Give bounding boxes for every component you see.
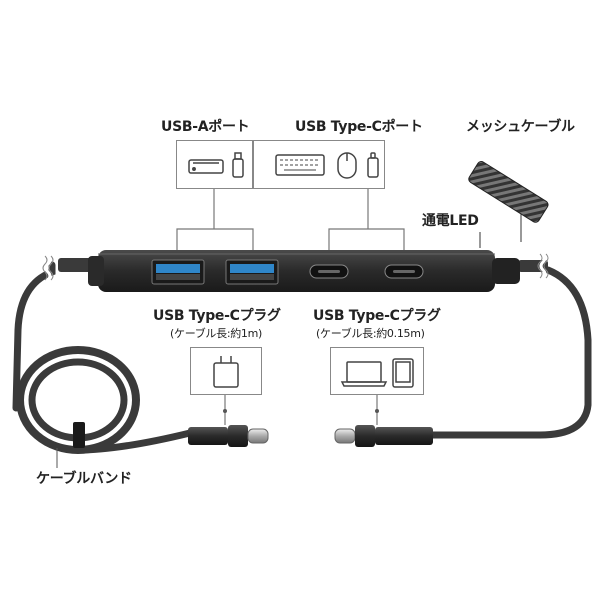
left-usb-c-plug: [188, 395, 269, 447]
top-connector-lines: [176, 189, 522, 258]
right-plug-label: USB Type-Cプラグ: [313, 308, 441, 324]
usb-stick-icon: [232, 152, 244, 178]
cable-band: [73, 422, 85, 448]
usb-a-ports: [151, 259, 279, 285]
usb-c-stick-icon: [367, 152, 379, 178]
power-led-label: 通電LED: [422, 213, 479, 229]
long-cable: [12, 261, 194, 454]
mesh-cable-label: メッシュケーブル: [466, 119, 575, 135]
cable-band-label: ケーブルバンド: [36, 471, 132, 487]
keyboard-icon: [275, 154, 325, 176]
right-usb-c-plug: [334, 395, 433, 447]
usb-c-ports: [309, 264, 424, 279]
tablet-icon: [392, 358, 414, 388]
usb-a-port-label: USB-Aポート: [161, 119, 250, 135]
left-plug-length: (ケーブル長:約1m): [170, 327, 263, 340]
power-adapter-icon: [213, 356, 239, 388]
laptop-icon: [340, 361, 388, 387]
power-adapter-box: [190, 347, 262, 395]
left-plug-label: USB Type-Cプラグ: [153, 308, 281, 324]
usb-a-device-box: [176, 140, 253, 189]
right-plug-length: (ケーブル長:約0.15m): [316, 327, 425, 340]
usb-c-port-label: USB Type-Cポート: [295, 119, 423, 135]
usb-c-device-box: [253, 140, 385, 189]
mouse-icon: [337, 152, 357, 179]
short-cable: [426, 266, 592, 439]
hdd-icon: [188, 159, 224, 174]
laptop-tablet-box: [330, 347, 424, 395]
mesh-cable-sample: [468, 161, 549, 223]
